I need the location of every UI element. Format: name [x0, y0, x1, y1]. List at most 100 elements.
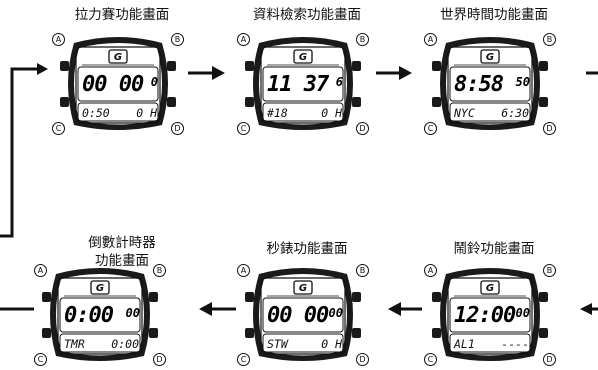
button-d-label: D [543, 122, 556, 135]
lower-left-text: #18 [267, 106, 288, 120]
logo-box [90, 280, 110, 295]
lower-left-text: 0:50 [82, 106, 110, 120]
upper-main-digits: 0:00 [64, 303, 114, 328]
button-a-label: A [34, 264, 47, 277]
upper-display [262, 66, 344, 102]
lower-right-text: 0:00 [111, 337, 139, 351]
button-d-label: D [356, 122, 369, 135]
upper-display [262, 297, 344, 333]
lower-readout: TMR 0:00 [60, 336, 144, 352]
lower-display [449, 102, 531, 122]
logo-box [293, 49, 313, 64]
button-d-label: D [171, 122, 184, 135]
upper-main-digits: 8:58 [454, 72, 504, 97]
upper-main-digits: 00 00 [82, 72, 144, 97]
face-frame [75, 46, 161, 124]
lower-right-text: ---- [501, 337, 529, 351]
watch-countdown-timer-icon: G A B C D 0:00 00 TMR 0:00 [34, 258, 166, 370]
bezel-inner [259, 43, 347, 125]
button-a-label: A [237, 264, 250, 277]
upper-sub-digits: 00 [515, 306, 530, 320]
button-d-label: D [543, 353, 556, 366]
svg-text:G: G [114, 52, 122, 63]
mode-title-countdown-line2: 功能畫面 [95, 253, 149, 269]
mode-title-stopwatch: 秒錶功能畫面 [266, 241, 348, 257]
button-c-label: C [52, 122, 65, 135]
button-c-label: C [424, 122, 437, 135]
lower-right-text: 0 H [321, 106, 342, 120]
lower-left-text: NYC [454, 106, 475, 120]
lower-readout: NYC 6:30 [450, 105, 534, 121]
button-b-label: B [543, 264, 556, 277]
svg-text:G: G [486, 52, 494, 63]
arrow-recall-to-world-head [399, 66, 412, 80]
upper-sub-digits: 0 [150, 75, 158, 89]
button-a-label: A [237, 33, 250, 46]
loop-arrow-head [37, 63, 48, 75]
arrow-alarm-entry-head [580, 303, 592, 315]
upper-display [449, 66, 531, 102]
upper-readout: 12:00 00 [450, 300, 534, 330]
button-c-label: C [424, 353, 437, 366]
mode-title-rally: 拉力賽功能畫面 [74, 7, 170, 23]
upper-main-digits: 11 37 [267, 72, 329, 97]
lower-readout: 0:50 0 H [78, 105, 162, 121]
bezel-inner [56, 274, 144, 356]
bezel-inner [74, 43, 162, 125]
logo-box [480, 280, 500, 295]
watch-stopwatch-display-icon: G A B C D 00 00 0 0:50 0 H [52, 27, 184, 139]
face-frame [447, 46, 533, 124]
upper-main-digits: 00 00 [267, 303, 329, 328]
lower-readout: AL1 ---- [450, 336, 534, 352]
upper-sub-digits: 6 [335, 75, 343, 89]
logo-box [480, 49, 500, 64]
lower-readout: #18 0 H [263, 105, 347, 121]
watch-world-time-icon: G A B C D 8:58 50 NYC 6:30 [424, 27, 556, 139]
button-c-label: C [237, 122, 250, 135]
lower-right-text: 6:30 [501, 106, 529, 120]
lower-readout: STW 0 H [263, 336, 347, 352]
button-a-label: A [424, 264, 437, 277]
bezel-inner [259, 274, 347, 356]
loop-connector-line [0, 67, 44, 238]
upper-readout: 0:00 00 [60, 300, 144, 330]
bezel-inner [446, 274, 534, 356]
button-b-label: B [153, 264, 166, 277]
upper-readout: 00 00 0 [78, 69, 162, 99]
upper-display [59, 297, 141, 333]
button-a-label: A [424, 33, 437, 46]
watch-alarm-icon: G A B C D 12:00 00 AL1 ---- [424, 258, 556, 370]
lower-display [262, 102, 344, 122]
button-c-label: C [34, 353, 47, 366]
upper-display [77, 66, 159, 102]
button-b-label: B [356, 264, 369, 277]
lower-left-text: AL1 [454, 337, 475, 351]
watch-stopwatch-icon: G A B C D 00 00 00 STW 0 H [237, 258, 369, 370]
lower-right-text: 0 H [136, 106, 157, 120]
svg-text:G: G [486, 283, 494, 294]
arrow-stopwatch-to-timer-head [199, 302, 212, 316]
mode-title-data-recall: 資料檢索功能畫面 [253, 7, 361, 23]
button-b-label: B [171, 33, 184, 46]
upper-sub-digits: 50 [515, 75, 530, 89]
button-b-label: B [543, 33, 556, 46]
svg-text:G: G [299, 283, 307, 294]
button-c-label: C [237, 353, 250, 366]
upper-display [449, 297, 531, 333]
bezel-inner [446, 43, 534, 125]
upper-sub-digits: 00 [328, 306, 343, 320]
lower-left-text: TMR [64, 337, 85, 351]
button-d-label: D [356, 353, 369, 366]
button-d-label: D [153, 353, 166, 366]
svg-text:G: G [96, 283, 104, 294]
logo-box [293, 280, 313, 295]
upper-readout: 00 00 00 [263, 300, 347, 330]
lower-left-text: STW [267, 337, 288, 351]
upper-readout: 8:58 50 [450, 69, 534, 99]
mode-title-world-time: 世界時間功能畫面 [440, 7, 548, 23]
arrow-rally-to-recall-head [212, 66, 225, 80]
button-a-label: A [52, 33, 65, 46]
lower-display [77, 102, 159, 122]
flow-arrows [0, 63, 598, 316]
logo-box [108, 49, 128, 64]
